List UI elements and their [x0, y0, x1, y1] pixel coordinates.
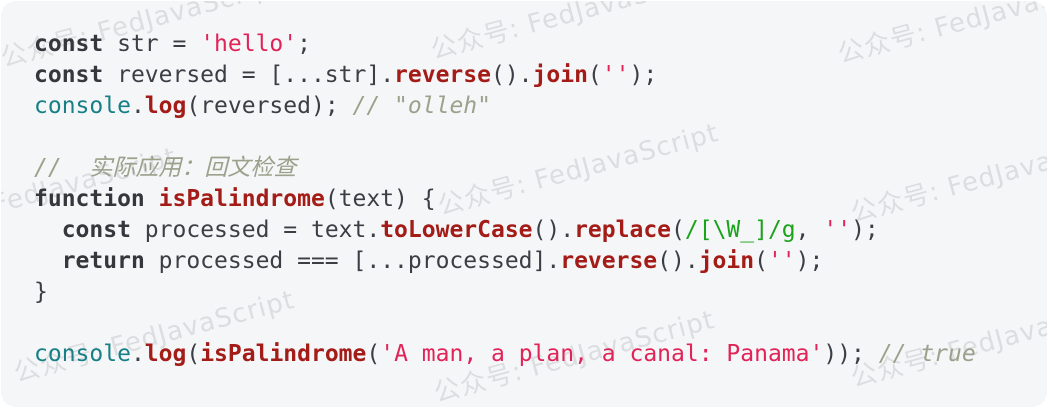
- code-token-pl: (: [671, 217, 685, 243]
- code-token-pl: (: [186, 341, 201, 367]
- code-token-obj: console: [34, 341, 131, 367]
- code-line: console.log(reversed); // "olleh": [34, 91, 976, 122]
- code-token-str: 'hello': [200, 31, 298, 57]
- code-token-fn: join: [532, 62, 588, 88]
- code-token-cmt: // "olleh": [352, 93, 491, 119]
- code-token-kw: const: [34, 62, 104, 88]
- code-line: [34, 308, 976, 339]
- code-token-str: '': [823, 217, 852, 243]
- code-token-pl: ().: [490, 62, 533, 88]
- code-token-re: /[\W_]/g: [684, 217, 796, 243]
- code-line: }: [34, 277, 976, 308]
- code-token-pl: );: [851, 217, 879, 243]
- code-token-cmt: // 实际应用：回文检查: [34, 155, 297, 181]
- code-token-str: '': [767, 248, 796, 274]
- code-token-pl: (reversed);: [186, 93, 353, 119]
- code-token-pl: );: [795, 248, 824, 274]
- code-token-pl: [34, 248, 62, 274]
- code-token-pl: [34, 217, 62, 243]
- code-token-pl: ().: [657, 248, 699, 274]
- code-token-pl: str =: [103, 31, 201, 57]
- code-token-fn: isPalindrome: [158, 186, 325, 212]
- code-token-fn: log: [144, 93, 187, 119]
- code-line: const processed = text.toLowerCase().rep…: [34, 215, 976, 246]
- code-token-kw: function: [34, 186, 145, 212]
- code-token-pl: (: [587, 62, 602, 88]
- code-token-pl: ));: [823, 341, 879, 367]
- code-token-fn: join: [698, 248, 755, 274]
- code-token-fn: toLowerCase: [380, 217, 533, 243]
- code-block: const str = 'hello';const reversed = [..…: [34, 29, 976, 370]
- code-token-str: '': [601, 62, 630, 88]
- code-token-pl: processed = text.: [130, 217, 381, 243]
- code-token-str: 'A man, a plan, a canal: Panama': [380, 341, 824, 367]
- code-token-pl: }: [34, 279, 48, 305]
- code-token-pl: ;: [297, 31, 311, 57]
- code-line: console.log(isPalindrome('A man, a plan,…: [34, 339, 976, 370]
- code-token-pl: reversed = [...str].: [103, 62, 395, 88]
- code-line: // 实际应用：回文检查: [34, 153, 976, 184]
- code-token-kw: const: [34, 31, 104, 57]
- code-line: [34, 122, 976, 153]
- code-token-fn: log: [144, 341, 187, 367]
- code-token-pl: (: [754, 248, 768, 274]
- code-token-fn: reverse: [560, 248, 658, 274]
- code-token-pl: .: [130, 341, 145, 367]
- code-line: const str = 'hello';: [34, 29, 976, 60]
- code-token-fn: replace: [574, 217, 672, 243]
- code-line: function isPalindrome(text) {: [34, 184, 976, 215]
- code-token-pl: processed === [...processed].: [144, 248, 561, 274]
- code-line: return processed === [...processed].reve…: [34, 246, 976, 277]
- code-token-pl: ().: [532, 217, 575, 243]
- code-token-kw: const: [61, 217, 131, 243]
- code-token-fn: reverse: [394, 62, 491, 88]
- code-token-kw: return: [61, 248, 145, 274]
- code-token-pl: .: [130, 93, 145, 119]
- code-line: const reversed = [...str].reverse().join…: [34, 60, 976, 91]
- code-token-pl: (: [366, 341, 381, 367]
- code-token-pl: [145, 186, 159, 212]
- code-token-cmt: // true: [878, 341, 976, 367]
- code-token-pl: );: [629, 62, 658, 88]
- code-token-obj: console: [34, 93, 131, 119]
- code-token-fn: isPalindrome: [200, 341, 367, 367]
- code-token-pl: ,: [795, 217, 824, 243]
- code-token-pl: (text) {: [324, 186, 436, 212]
